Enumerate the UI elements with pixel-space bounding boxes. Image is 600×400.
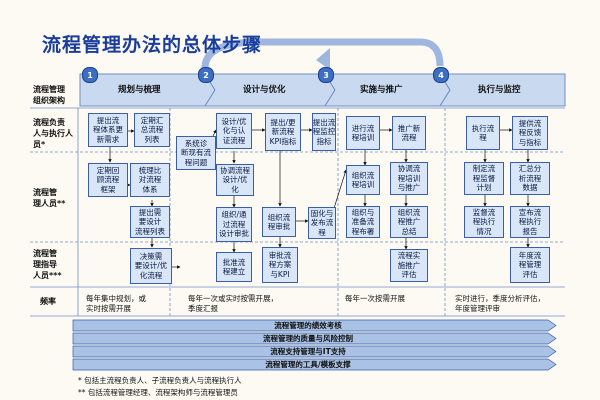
step-box: 审批流 程方案 与KPI bbox=[262, 247, 298, 283]
step-box: 定期回 顾流程 框架 bbox=[88, 163, 128, 197]
step-box: 设计/优 化与认 证流程 bbox=[216, 113, 252, 149]
row-label-owner: 流程负责 人与执行人 员* bbox=[33, 118, 73, 149]
support-bars bbox=[72, 319, 557, 371]
stage-band-4 bbox=[439, 73, 566, 107]
step-box: 批准流 程建立 bbox=[216, 252, 252, 282]
stage-number-4: 4 bbox=[433, 67, 449, 83]
step-box: 监督流 程执行 情况 bbox=[464, 206, 504, 238]
row-label-manager: 流程管 理人员** bbox=[33, 188, 66, 208]
row-label-freq: 频率 bbox=[40, 297, 56, 306]
swimlane-grid bbox=[30, 107, 565, 317]
step-box: 组织流 程培训 bbox=[346, 165, 380, 195]
footnote-1: * 包括主流程负责人、子流程负责人与流程执行人 bbox=[78, 376, 242, 385]
freq-stage-1: 每年集中规划，或 实时按需开展 bbox=[86, 294, 146, 313]
step-box: 执行流 程 bbox=[466, 116, 500, 150]
step-box: 制定流 程监督 计划 bbox=[464, 162, 504, 195]
step-box: 协调流程 设计/优 化 bbox=[216, 164, 254, 196]
support-bar-quality: 流程管理的质量与风险控制 bbox=[263, 334, 353, 343]
row-label-guide: 流程管 理指导 人员*** bbox=[33, 249, 62, 280]
step-box: 提出流 程体系更 新需求 bbox=[88, 113, 128, 147]
step-box: 提出/更 新流程 KPI指标 bbox=[265, 113, 301, 151]
step-box: 组织流 程推广 总结 bbox=[390, 206, 428, 238]
stage-label-2: 设计与优化 bbox=[243, 85, 286, 95]
support-bar-it: 流程支持管理与IT支持 bbox=[270, 347, 346, 356]
step-box: 提供流 程反馈 与指标 bbox=[512, 116, 548, 150]
step-box: 提出流 程监控 指标 bbox=[312, 113, 336, 151]
step-box: 汇总分 析流程 数据 bbox=[510, 162, 550, 195]
stage-number-1: 1 bbox=[82, 67, 98, 83]
stage-label-3: 实施与推广 bbox=[360, 85, 403, 95]
step-box: 组织流 程审批 bbox=[262, 207, 296, 237]
step-box: 系统诊 断现有流 程问题 bbox=[176, 136, 216, 170]
step-box: 提出需 要设计 流程列表 bbox=[130, 206, 170, 238]
support-bar-tools: 流程管理的工具/模板支撑 bbox=[265, 360, 351, 369]
step-box: 梳理比 对流程 体系 bbox=[130, 163, 170, 197]
page-title: 流程管理办法的总体步骤 bbox=[42, 34, 263, 56]
stage-number-3: 3 bbox=[318, 67, 334, 83]
stage-label-4: 执行与监控 bbox=[478, 85, 521, 95]
step-box: 推广新 流程 bbox=[392, 116, 426, 150]
freq-stage-3: 每年一次按需开展 bbox=[345, 294, 405, 303]
step-box: 进行流 程培训 bbox=[346, 116, 380, 150]
step-box: 组织/通 过流程 设计审批 bbox=[216, 207, 252, 242]
stage-number-2: 2 bbox=[198, 67, 214, 83]
stage-label-1: 规划与梳理 bbox=[118, 85, 161, 95]
step-box: 组织与 准备流 程布署 bbox=[346, 206, 380, 238]
step-box: 决策需 要设计/优 化流程 bbox=[130, 248, 172, 284]
return-arc bbox=[201, 38, 444, 69]
freq-stage-4: 实时进行，季度分析评估， 年度管理评审 bbox=[455, 294, 545, 313]
step-box: 流程实 施推广 评估 bbox=[390, 249, 428, 282]
return-arc-arrow bbox=[316, 48, 330, 70]
row-label-arch: 流程管理 组织架构 bbox=[33, 85, 65, 105]
support-bar-performance: 流程管理的绩效考核 bbox=[274, 321, 342, 330]
step-box: 宣布流 程执行 报告 bbox=[510, 206, 550, 238]
step-box: 协调流 程培训 与推广 bbox=[390, 162, 428, 195]
step-box: 年度流 程管理 评估 bbox=[510, 247, 550, 283]
footnote-2: ** 包括流程管理经理、流程架构师与流程管理员 bbox=[78, 388, 238, 397]
step-box: 固化与 发布流 程 bbox=[308, 207, 336, 239]
step-box: 定期汇 总流程 列表 bbox=[134, 113, 170, 147]
freq-stage-2: 每年一次或实时按需开展， 季度汇报 bbox=[188, 294, 278, 313]
